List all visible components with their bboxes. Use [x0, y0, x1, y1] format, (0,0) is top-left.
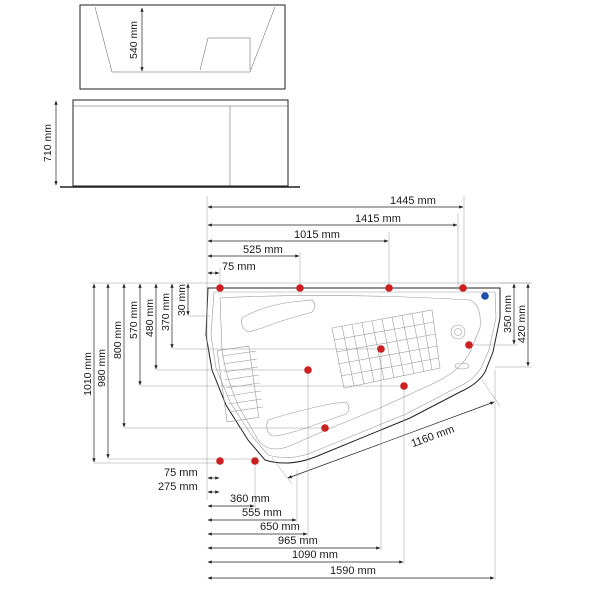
dim-965: 965 mm: [278, 535, 318, 547]
marker-dot: [216, 457, 224, 465]
dim-1160: 1160 mm: [410, 423, 456, 450]
depth-label: 540 mm: [128, 21, 140, 59]
front-view: 710 mm: [42, 99, 300, 188]
dim-980: 980 mm: [96, 349, 108, 387]
plan-view: 1445 mm 1415 mm 1015 mm 525 mm 75 mm 101…: [82, 195, 532, 580]
side-view-frame: [79, 4, 286, 90]
overflow-inner-icon: [454, 328, 462, 336]
bottom-left-dimensions: 75 mm 275 mm: [158, 467, 220, 494]
top-dimensions: 1445 mm 1415 mm 1015 mm 525 mm 75 mm: [206, 195, 465, 500]
marker-dot: [296, 284, 304, 292]
dim-555: 555 mm: [242, 507, 282, 519]
marker-dot: [385, 284, 393, 292]
bottom-dimensions: 360 mm 555 mm 650 mm 965 mm 1090 mm 1590…: [207, 351, 496, 580]
dim-570: 570 mm: [128, 301, 140, 339]
front-view-frame: [72, 99, 289, 187]
dim-1415: 1415 mm: [355, 213, 401, 225]
seat-profile: [199, 37, 251, 71]
blue-marker-dot: [481, 292, 489, 300]
marker-dot: [400, 382, 408, 390]
tub-outline: [205, 287, 501, 464]
marker-dot: [459, 284, 467, 292]
marker-dot: [304, 366, 312, 374]
height-label: 710 mm: [42, 124, 54, 162]
dim-800: 800 mm: [112, 321, 124, 359]
dim-350: 350 mm: [502, 295, 514, 333]
dim-525: 525 mm: [243, 244, 283, 256]
headrest: [241, 299, 316, 333]
dim-480: 480 mm: [144, 299, 156, 337]
tub-profile: [94, 6, 276, 73]
dim-1590: 1590 mm: [330, 565, 376, 577]
marker-dot: [321, 424, 329, 432]
marker-dot: [216, 284, 224, 292]
dim-360: 360 mm: [230, 493, 270, 505]
backrest-grill: [216, 345, 264, 423]
overflow-icon: [450, 324, 466, 340]
right-dimensions: 350 mm 420 mm: [470, 282, 532, 368]
fixture-markers: [216, 284, 489, 465]
tub-basin: [219, 295, 481, 450]
dim-1010: 1010 mm: [82, 352, 94, 396]
dim-275: 275 mm: [158, 481, 198, 493]
side-view: 540 mm: [79, 4, 286, 90]
marker-dot: [377, 345, 385, 353]
dim-75-bottom: 75 mm: [164, 467, 198, 479]
dim-1015: 1015 mm: [294, 229, 340, 241]
dim-420: 420 mm: [516, 305, 528, 343]
dim-75-top: 75 mm: [222, 261, 256, 273]
dim-1090: 1090 mm: [292, 549, 338, 561]
marker-dot: [465, 341, 473, 349]
marker-dot: [251, 457, 259, 465]
diagonal-dimension: 1160 mm: [271, 379, 501, 485]
dim-370: 370 mm: [160, 293, 172, 331]
dim-30: 30 mm: [176, 284, 188, 316]
drain-icon: [454, 362, 470, 370]
dim-1445: 1445 mm: [390, 195, 436, 207]
dim-650: 650 mm: [260, 521, 300, 533]
left-dimensions: 1010 mm 980 mm 800 mm 570 mm 480 mm 370 …: [82, 283, 404, 464]
